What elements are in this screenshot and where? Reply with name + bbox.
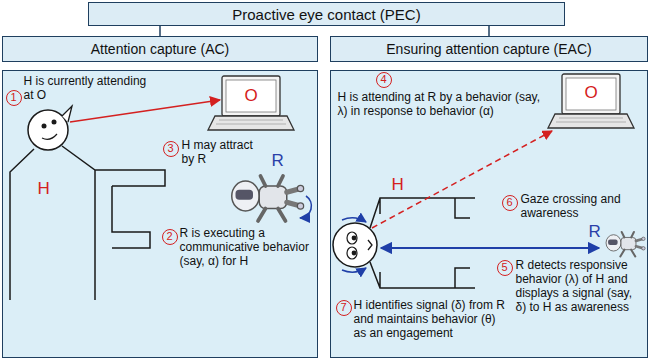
figure-label: H (392, 176, 404, 194)
title-box: Proactive eye contact (PEC) (88, 2, 565, 26)
section-header: Ensuring attention capture (EAC) (330, 36, 648, 62)
title-text: Proactive eye contact (PEC) (232, 6, 420, 23)
callout-text: H identifies signal (δ) from R and maint… (354, 298, 506, 340)
callout-number: 7 (336, 300, 352, 316)
connector-line (488, 26, 490, 36)
callout-text: R detects responsive behavior (λ) of H a… (516, 258, 642, 314)
callout-text: H is currently attending at O (24, 74, 154, 102)
callout-text: R is executing a communicative behavior … (180, 226, 316, 268)
callout-number: 2 (162, 229, 178, 245)
callout-text: H is attending at R by a behavior (say, … (338, 90, 543, 118)
callout-number: 1 (6, 90, 22, 106)
header-text: Ensuring attention capture (EAC) (386, 41, 591, 57)
figure-label: H (38, 180, 50, 198)
callout-number: 6 (502, 195, 518, 211)
callout-text: H may attract by R (182, 138, 264, 166)
figure-label: O (585, 84, 598, 102)
section-header: Attention capture (AC) (2, 36, 318, 62)
callout-number: 3 (163, 141, 179, 157)
callout-number: 5 (497, 260, 513, 276)
figure-label: R (272, 152, 284, 170)
header-text: Attention capture (AC) (91, 41, 230, 57)
figure-label: O (245, 87, 258, 105)
scene-panel: 4 H is attending at R by a behavior (say,… (330, 70, 648, 358)
connector-line (159, 26, 161, 36)
figure-label: R (589, 223, 601, 241)
callout-text: Gaze crossing and awareness (521, 192, 639, 220)
scene-panel: 1H is currently attending at O O 3H may at… (2, 70, 318, 358)
callout-number: 4 (376, 72, 392, 88)
